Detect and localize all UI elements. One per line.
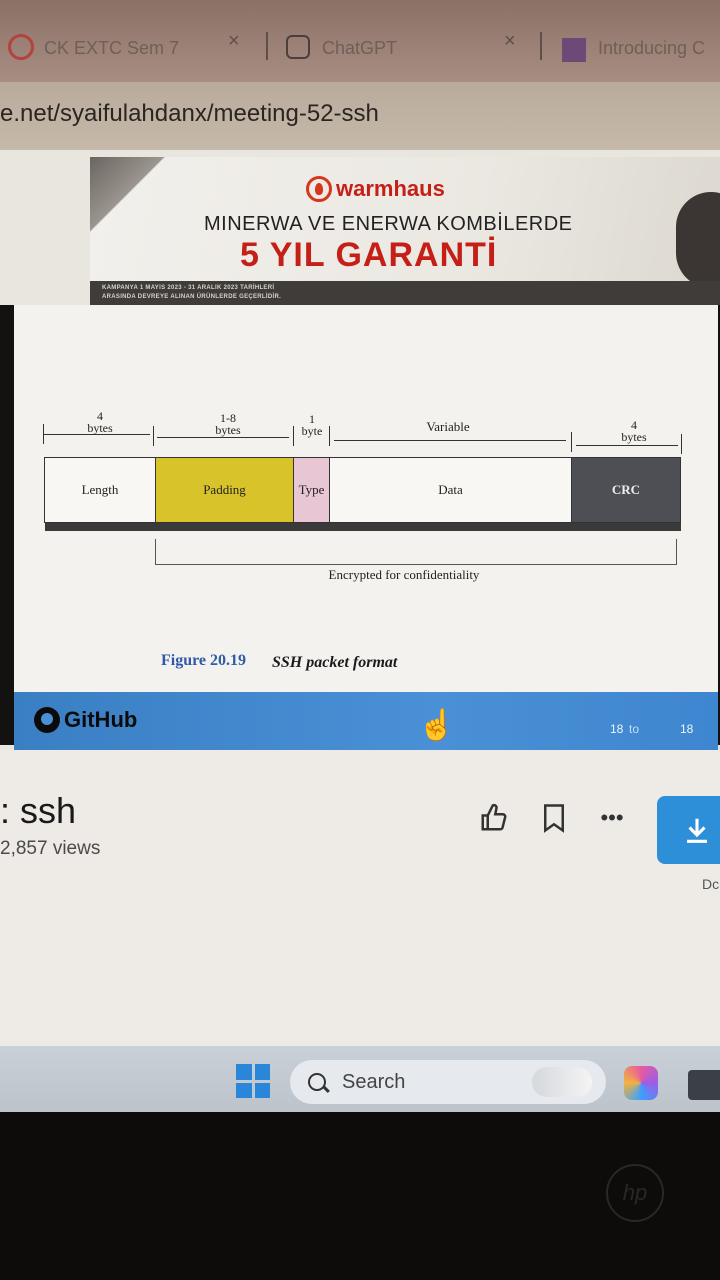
hand-cursor-icon: ☝	[418, 709, 456, 742]
tab-favicon-icon	[8, 34, 34, 60]
tab-separator	[266, 32, 268, 60]
search-placeholder: Search	[342, 1070, 406, 1093]
github-label: GitHub	[64, 707, 138, 732]
more-icon[interactable]: •••	[600, 805, 624, 830]
like-icon[interactable]	[478, 802, 510, 834]
ad-headline: MINERWA VE ENERWA KOMBİLERDE	[204, 213, 573, 235]
encrypted-label: Encrypted for confidentiality	[328, 567, 480, 582]
dimension-tick	[293, 426, 294, 446]
tab-close-icon[interactable]: ×	[228, 30, 240, 52]
download-icon	[687, 818, 707, 843]
chatgpt-icon	[286, 35, 310, 59]
field-size-label: Variable	[426, 419, 470, 434]
packet-shadow	[45, 521, 681, 531]
warmhaus-logo-icon	[306, 176, 332, 202]
tab-label: Introducing C	[598, 37, 706, 58]
dimension-tick	[329, 426, 330, 446]
hp-logo: hp	[606, 1164, 664, 1222]
ad-offer: 5 YIL GARANTİ	[240, 236, 498, 274]
github-logo[interactable]: GitHub	[34, 707, 137, 733]
field-padding: Padding	[155, 457, 294, 523]
video-info-panel	[0, 750, 720, 1050]
copilot-icon[interactable]	[624, 1066, 658, 1100]
dimension-line	[576, 445, 678, 446]
search-icon	[308, 1073, 326, 1091]
ad-product-image	[676, 192, 720, 288]
download-button[interactable]	[657, 796, 720, 864]
view-count: 2,857 views	[0, 838, 101, 859]
ad-fine-print: KAMPANYA 1 MAYIS 2023 - 31 ARALIK 2023 T…	[102, 285, 275, 291]
dimension-line	[44, 434, 150, 435]
encrypted-bracket	[155, 539, 677, 565]
video-title: : ssh	[0, 790, 77, 831]
tab-ck-extc[interactable]: CK EXTC Sem 7	[44, 28, 179, 68]
dimension-line	[157, 437, 289, 438]
figure-number: Figure 20.19	[161, 652, 247, 669]
taskbar-app-icon[interactable]	[688, 1070, 720, 1100]
dimension-tick	[43, 424, 44, 444]
tab-favicon-icon	[562, 38, 586, 62]
dimension-tick	[571, 432, 572, 452]
page-total: 18	[680, 722, 694, 736]
field-crc: CRC	[571, 457, 681, 523]
tab-close-icon[interactable]: ×	[504, 30, 516, 52]
tab-label: CK EXTC Sem 7	[44, 37, 180, 58]
tab-introducing[interactable]: Introducing C	[598, 28, 705, 68]
ad-brand-name: warmhaus	[336, 176, 445, 201]
viewer-toolbar	[14, 692, 718, 750]
address-text[interactable]: e.net/syaifulahdanx/meeting-52-ssh	[0, 100, 379, 127]
ad-footer	[90, 281, 720, 305]
field-data: Data	[329, 457, 572, 523]
bookmark-icon[interactable]	[538, 802, 570, 834]
page-current: 18	[610, 722, 624, 736]
figure-title: SSH packet format	[272, 654, 398, 671]
tab-separator	[540, 32, 542, 60]
tab-label: ChatGPT	[322, 37, 398, 58]
download-label: Dc	[702, 876, 720, 892]
ad-decor	[90, 157, 180, 277]
dimension-tick	[681, 434, 682, 454]
github-icon	[34, 707, 60, 733]
windows-start-icon[interactable]	[236, 1064, 270, 1098]
taskbar-search[interactable]: Search	[290, 1060, 606, 1104]
dimension-line	[334, 440, 566, 441]
search-highlight-icon	[532, 1067, 592, 1097]
tab-chatgpt[interactable]: ChatGPT	[322, 28, 397, 68]
ad-brand: warmhaus	[306, 176, 445, 202]
ad-fine-print: ARASINDA DEVREYE ALINAN ÜRÜNLERDE GEÇERL…	[102, 294, 282, 300]
dimension-tick	[153, 426, 154, 446]
page-separator: to	[629, 722, 640, 736]
ad-banner[interactable]	[90, 157, 720, 305]
address-bar[interactable]	[0, 82, 720, 150]
field-length: Length	[44, 457, 156, 523]
browser-tab-strip	[0, 0, 720, 82]
field-type: Type	[293, 457, 330, 523]
laptop-bezel	[0, 1112, 720, 1280]
